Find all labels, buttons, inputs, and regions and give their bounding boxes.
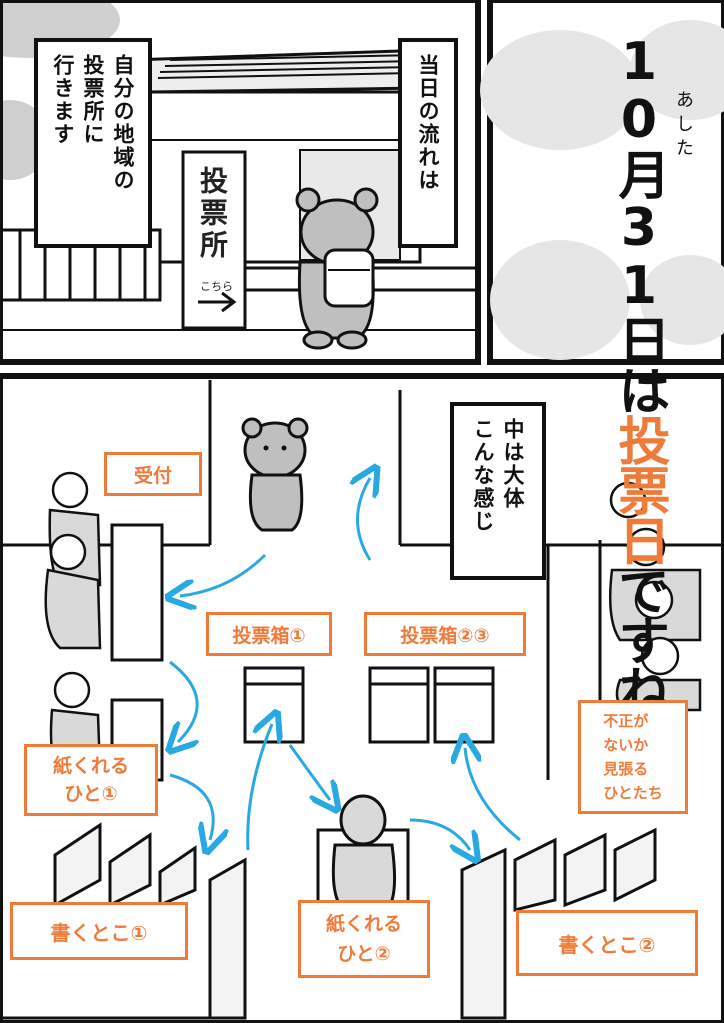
label-ballot-box-1: 投票箱① (206, 612, 332, 656)
caption-inside: 中は大体 こんな感じ (471, 418, 525, 533)
label-write-place-1: 書くとこ① (10, 902, 188, 960)
ballot-boxes (243, 666, 495, 744)
flow-arrows (170, 478, 521, 850)
caption-inside-box: 中は大体 こんな感じ (450, 402, 546, 580)
label-write-place-2: 書くとこ② (516, 910, 698, 976)
label-paper-person-2: 紙くれる ひと② (298, 900, 430, 978)
panel-date-bg (480, 20, 724, 360)
booths-right (460, 827, 657, 1020)
label-observers: 不正が ないか 見張る ひとたち (578, 700, 688, 814)
caption-visit-box: 自分の地域の 投票所に 行きます (34, 38, 152, 248)
caption-flow-box: 当日の流れは (398, 38, 458, 248)
paper-person-2 (316, 794, 410, 907)
bear-back (295, 187, 379, 350)
sign-sub: こちら (200, 280, 233, 293)
caption-visit: 自分の地域の 投票所に 行きます (51, 54, 135, 192)
booths-left (0, 822, 247, 1020)
bear-front (241, 417, 309, 532)
voting-day-accent: 投票日 (609, 414, 669, 564)
label-reception: 受付 (104, 452, 202, 496)
label-ballot-box-23: 投票箱②③ (364, 612, 526, 656)
election-day-text: 10月31日は投票日ですね (606, 32, 672, 714)
label-paper-person-1: 紙くれる ひと① (24, 744, 158, 816)
furigana: あした (673, 90, 694, 162)
left-staff (44, 471, 102, 772)
caption-flow: 当日の流れは (416, 54, 440, 192)
sign-text: 投票所 (196, 166, 229, 262)
desune-line: ですね (609, 564, 669, 714)
date-line: 10月31日は (609, 32, 669, 414)
